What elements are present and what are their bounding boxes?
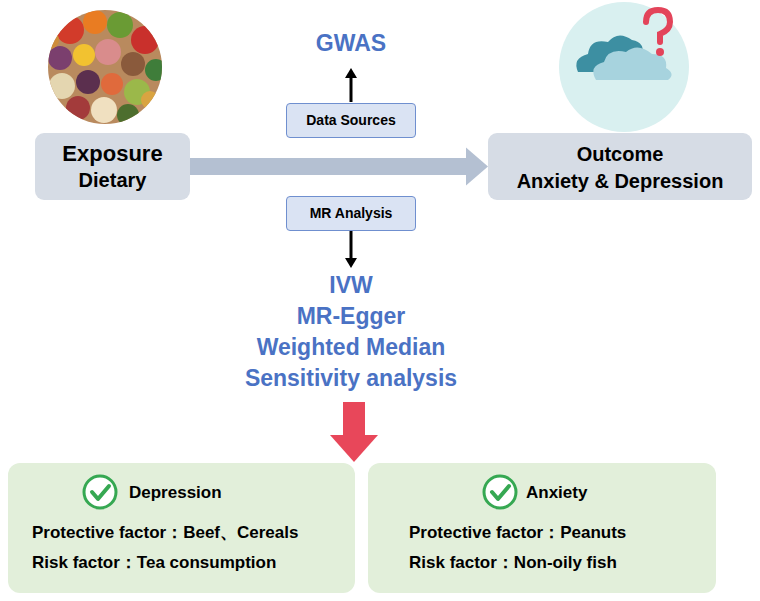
data-source-label: GWAS: [201, 30, 501, 56]
result-box: DepressionProtective factor：Beef、Cereals…: [8, 463, 355, 593]
result-arrow: [330, 402, 378, 462]
leader-arrow-up: [345, 68, 357, 102]
arrow-shaft: [190, 158, 466, 175]
exposure-box: ExposureDietary: [35, 133, 190, 200]
node-text: Outcome: [488, 143, 752, 166]
node-text: Protective factor：Beef、Cereals: [32, 523, 298, 543]
node-text: Exposure: [35, 141, 190, 166]
method-box: MR Analysis: [286, 196, 416, 231]
result-box: AnxietyProtective factor：PeanutsRisk fac…: [368, 463, 716, 593]
method-label: Sensitivity analysis: [201, 365, 501, 391]
method-label: IVW: [201, 272, 501, 298]
node-text: Anxiety: [526, 483, 587, 503]
arrow-head: [466, 148, 488, 186]
source-box: Data Sources: [286, 103, 416, 138]
node-text: Depression: [129, 483, 222, 503]
node-text: Risk factor：Tea consumption: [32, 553, 276, 573]
flow-arrow: [190, 148, 488, 186]
food-illustration: [41, 7, 167, 127]
method-label: Weighted Median: [201, 334, 501, 360]
method-label: MR-Egger: [201, 303, 501, 329]
node-text: MR Analysis: [287, 205, 415, 221]
leader-arrow-down: [345, 231, 357, 268]
node-text: Dietary: [35, 169, 190, 192]
node-text: Protective factor：Peanuts: [409, 523, 626, 543]
node-text: Risk factor：Non-oily fish: [409, 553, 617, 573]
node-text: Data Sources: [287, 112, 415, 128]
worry-cloud-icon: [559, 2, 689, 132]
outcome-box: OutcomeAnxiety & Depression: [488, 133, 752, 200]
node-text: Anxiety & Depression: [488, 170, 752, 193]
